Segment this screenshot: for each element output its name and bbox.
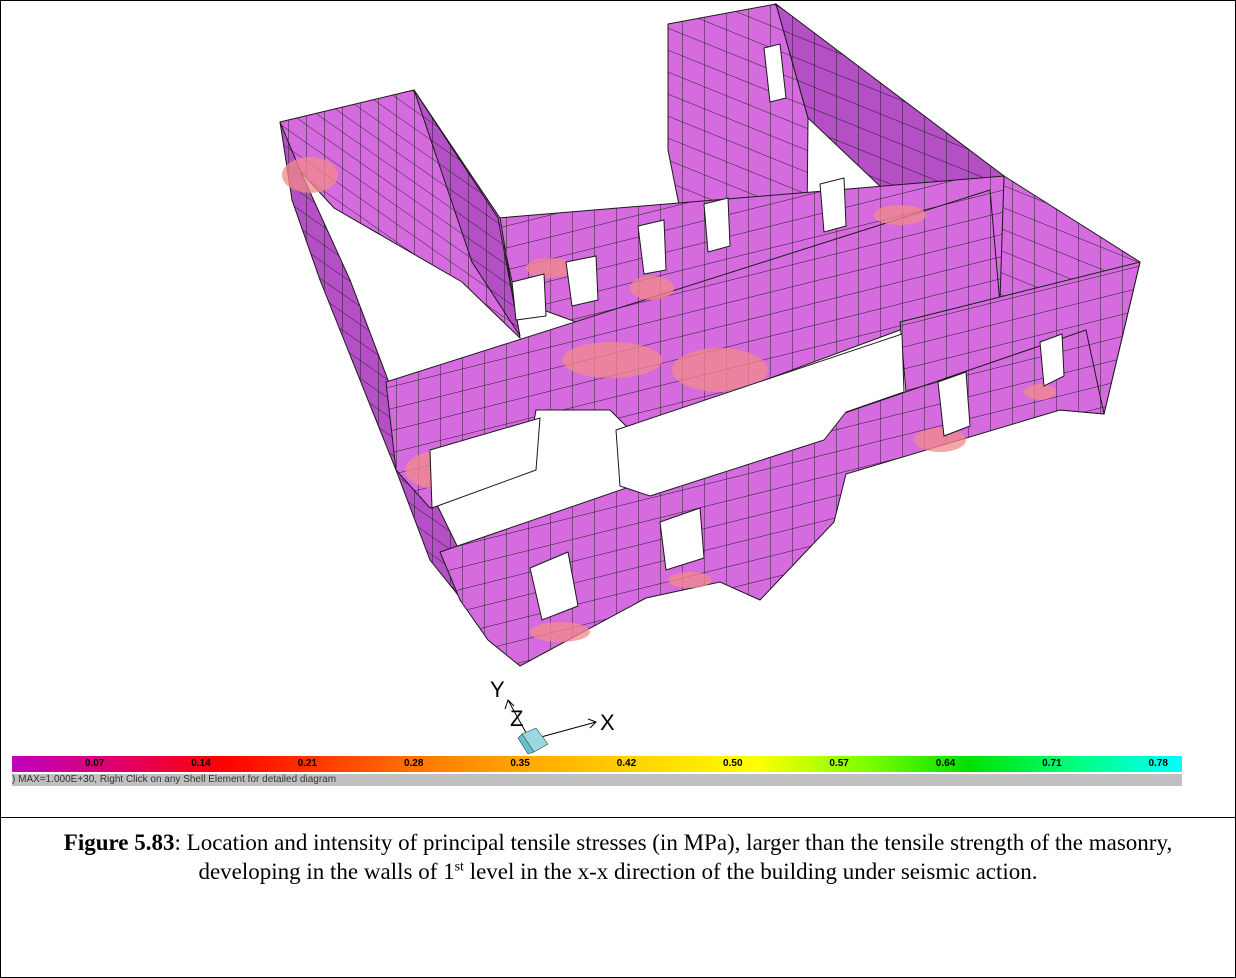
- axis-z-label: Z: [510, 706, 524, 731]
- shell-model-view[interactable]: [0, 0, 1236, 817]
- legend-value-label: 0.78: [1148, 758, 1168, 769]
- wall-mesh: [440, 330, 1104, 666]
- stress-hotspot: [668, 572, 712, 588]
- stress-hotspot: [874, 205, 926, 225]
- legend-segment: 0.57: [756, 756, 863, 772]
- stress-hotspot: [282, 157, 338, 193]
- floor-gap: [615, 333, 905, 497]
- stress-hotspot: [562, 342, 662, 378]
- wall-mesh: [280, 90, 520, 338]
- legend-segment: 0.35: [437, 756, 544, 772]
- legend-value-label: 0.71: [1042, 758, 1062, 769]
- caption-text-2: level in the x-x direction of the buildi…: [463, 859, 1038, 884]
- legend-segment: 0.21: [224, 756, 332, 772]
- legend-value-label: 0.14: [191, 758, 211, 769]
- legend-segment: 0.50: [650, 756, 757, 772]
- caption-divider: [0, 817, 1236, 818]
- axis-y-label: Y: [490, 677, 505, 702]
- legend-segment: 0.71: [969, 756, 1076, 772]
- status-text: ) MAX=1.000E+30, Right Click on any Shel…: [12, 774, 337, 785]
- wall-mesh: [414, 90, 520, 336]
- window-opening: [565, 255, 599, 307]
- legend-value-label: 0.35: [510, 758, 530, 769]
- stress-hotspot: [1024, 384, 1056, 400]
- status-bar: ) MAX=1.000E+30, Right Click on any Shel…: [12, 774, 1182, 786]
- window-opening: [703, 197, 731, 253]
- window-opening: [637, 219, 667, 275]
- window-opening: [937, 371, 971, 437]
- window-opening: [659, 507, 705, 571]
- stress-hotspot: [530, 622, 590, 642]
- window-opening: [763, 43, 787, 103]
- legend-value-label: 0.42: [616, 758, 637, 769]
- axis-triad: [504, 699, 597, 755]
- stress-hotspot: [526, 258, 574, 278]
- legend-segment: 0.14: [118, 756, 225, 772]
- wall-mesh: [280, 122, 490, 640]
- caption-superscript: st: [454, 859, 464, 875]
- legend-segment: 0.28: [331, 756, 438, 772]
- legend-segment: 0.78: [1075, 756, 1182, 772]
- legend-value-label: 0.50: [723, 758, 743, 769]
- legend-value-label: 0.64: [935, 758, 956, 769]
- legend-value-label: 0.28: [403, 758, 424, 769]
- figure-label: Figure 5.83: [63, 830, 175, 855]
- floor-gap: [429, 417, 541, 509]
- wall-mesh: [386, 190, 1000, 508]
- stress-hotspot: [914, 428, 966, 452]
- axis-x-label: X: [600, 710, 615, 735]
- stress-hotspot: [630, 276, 674, 300]
- window-opening: [1039, 333, 1065, 387]
- figure-caption: Figure 5.83: Location and intensity of p…: [20, 828, 1216, 886]
- caption-text-1: : Location and intensity of principal te…: [174, 830, 1173, 884]
- window-opening: [511, 273, 547, 321]
- legend-segment: 0.07: [12, 756, 119, 772]
- window-opening: [819, 177, 847, 233]
- stress-color-legend: 0.07 0.14 0.21 0.28 0.35 0.42 0.50 0.57 0.64 0.71…: [12, 756, 1182, 772]
- stress-hotspot: [672, 348, 768, 392]
- window-opening: [529, 551, 579, 621]
- legend-segment: 0.42: [543, 756, 651, 772]
- legend-value-label: 0.07: [84, 758, 105, 769]
- legend-value-label: 0.57: [829, 758, 849, 769]
- legend-value-label: 0.21: [297, 758, 318, 769]
- legend-segment: 0.64: [862, 756, 970, 772]
